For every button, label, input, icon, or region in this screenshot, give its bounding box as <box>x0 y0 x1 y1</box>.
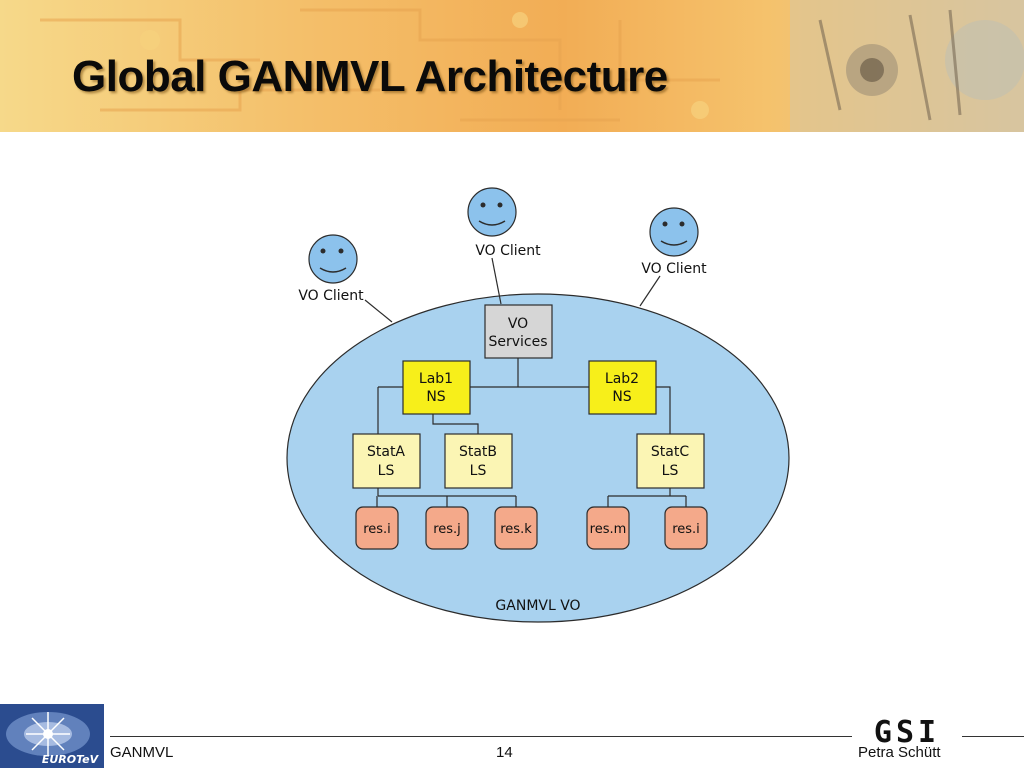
client-link-right <box>639 275 661 307</box>
svg-text:StatC: StatC <box>651 444 689 460</box>
slide-title: Global GANMVL Architecture <box>72 52 668 101</box>
svg-text:Lab2: Lab2 <box>605 371 639 387</box>
svg-text:LS: LS <box>662 463 679 479</box>
banner-decoration <box>40 0 1024 132</box>
client-link-center <box>491 257 502 305</box>
lookup-service-statc: StatC LS <box>636 433 705 489</box>
gsi-logo-text: GSI <box>874 716 940 746</box>
svg-text:Lab1: Lab1 <box>419 371 453 387</box>
name-server-lab2: Lab2 NS <box>588 360 657 415</box>
vo-client-left: VO Client <box>298 234 364 304</box>
eurotev-logo: EUROTeV <box>0 704 104 768</box>
gsi-logo: GSI <box>852 716 962 746</box>
svg-text:res.i: res.i <box>672 522 700 537</box>
svg-text:LS: LS <box>378 463 395 479</box>
vo-client-right: VO Client <box>641 207 707 277</box>
svg-text:res.m: res.m <box>590 522 627 537</box>
resource-node: res.i <box>664 506 708 550</box>
client-label: VO Client <box>298 288 364 304</box>
svg-text:res.j: res.j <box>433 522 461 537</box>
svg-text:NS: NS <box>426 389 445 405</box>
resource-node: res.j <box>425 506 469 550</box>
client-label: VO Client <box>641 261 707 277</box>
smiley-face-icon <box>308 234 358 284</box>
name-server-lab1: Lab1 NS <box>402 360 471 415</box>
client-link-left <box>364 299 393 323</box>
svg-text:StatB: StatB <box>459 444 497 460</box>
vo-services-node: VO Services <box>484 304 553 359</box>
smiley-face-icon <box>649 207 699 257</box>
svg-text:StatA: StatA <box>367 444 405 460</box>
svg-text:res.k: res.k <box>500 522 532 537</box>
title-banner: Global GANMVL Architecture <box>0 0 1024 132</box>
vo-services-line1: VO <box>508 316 528 332</box>
resource-node: res.m <box>586 506 630 550</box>
svg-text:NS: NS <box>612 389 631 405</box>
footer-divider <box>110 736 1024 737</box>
tree-connectors <box>376 358 687 507</box>
lookup-service-stata: StatA LS <box>352 433 421 489</box>
smiley-face-icon <box>467 187 517 237</box>
lookup-service-statb: StatB LS <box>444 433 513 489</box>
footer-left: GANMVL <box>110 744 174 761</box>
resource-node: res.i <box>355 506 399 550</box>
resource-node: res.k <box>494 506 538 550</box>
vo-services-line2: Services <box>488 334 547 350</box>
client-label: VO Client <box>475 243 541 259</box>
footer-page-number: 14 <box>496 744 513 761</box>
footer-author: Petra Schütt <box>858 744 941 761</box>
vo-client-center: VO Client <box>467 187 541 259</box>
svg-text:res.i: res.i <box>363 522 391 537</box>
eurotev-logo-text: EUROTeV <box>42 753 100 766</box>
svg-text:LS: LS <box>470 463 487 479</box>
vo-label: GANMVL VO <box>495 598 580 614</box>
